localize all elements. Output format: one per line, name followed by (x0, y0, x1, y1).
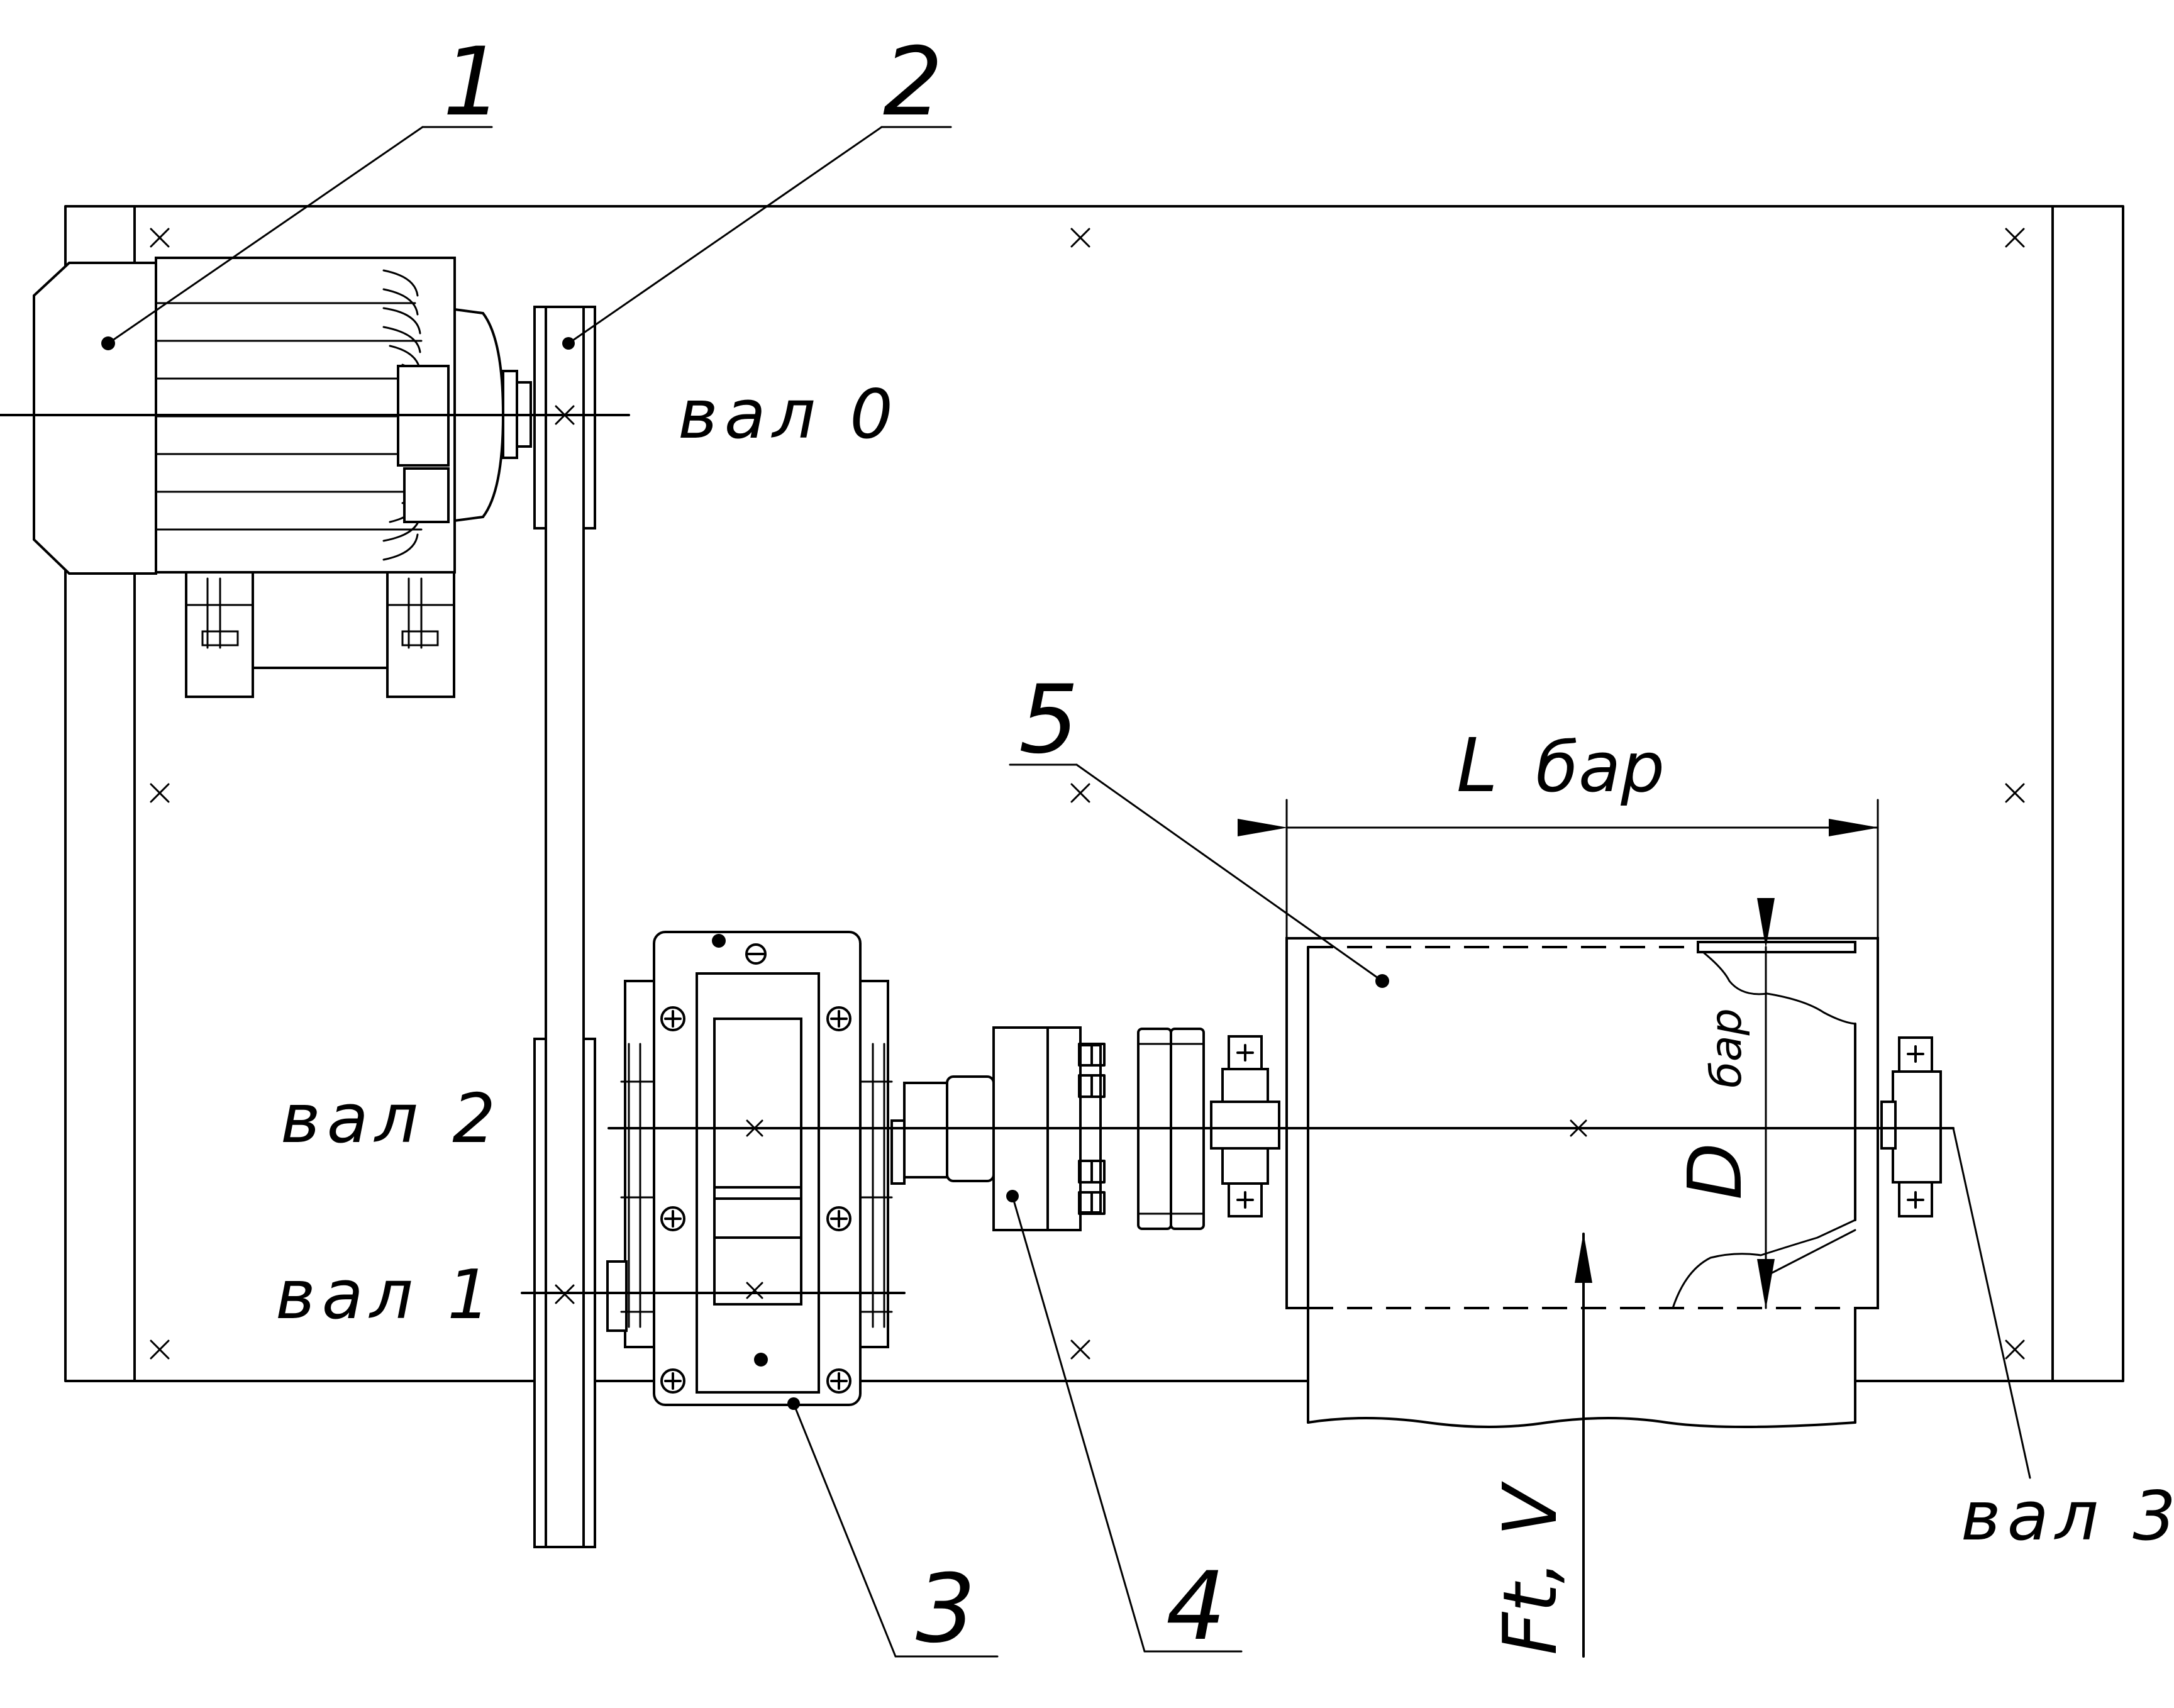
dim-length-label: L (1456, 722, 1498, 809)
gearbox-flange-studs (620, 1043, 893, 1328)
gearbox-bolts (660, 943, 851, 1394)
bearing-left (1210, 1035, 1280, 1217)
callout-3: 3 (916, 1555, 975, 1664)
dimension-diameter: D бар (1672, 898, 1775, 1309)
shaft-label-3: вал 3 (1961, 1477, 2174, 1556)
shaft-axes (0, 414, 1955, 1294)
shaft-label-0: вал 0 (678, 375, 899, 454)
shaft-label-1: вал 1 (275, 1256, 497, 1334)
mark-cross (150, 228, 2025, 1360)
callout-numbers: 1 2 3 4 5 (443, 28, 1226, 1664)
callout-dot-3 (754, 1353, 768, 1367)
callout-5: 5 (1019, 665, 1079, 775)
shaft-label-2: вал 2 (280, 1080, 502, 1158)
callout-1: 1 (443, 28, 502, 137)
belt-drive (533, 306, 596, 1548)
force-label: Ft, V (1487, 1481, 1573, 1655)
mounting-marks (150, 228, 2025, 1360)
motor-foot-bolts (201, 577, 439, 649)
dim-diameter-sub: бар (1702, 1008, 1751, 1088)
callout-4: 4 (1166, 1552, 1226, 1661)
coupling-bolts (1078, 1043, 1106, 1215)
gear-reducer (606, 931, 906, 1410)
force-arrow: Ft, V (1487, 1233, 1592, 1658)
dimension-length: L бар (1238, 722, 1879, 940)
dim-length-sub: бар (1536, 727, 1665, 807)
shaft-labels: вал 0 вал 1 вал 2 вал 3 (275, 375, 2174, 1556)
electric-motor (33, 257, 532, 698)
leader-lines (107, 126, 2031, 1658)
callout-2: 2 (883, 28, 943, 137)
dim-diameter-label: D (1672, 1143, 1758, 1200)
